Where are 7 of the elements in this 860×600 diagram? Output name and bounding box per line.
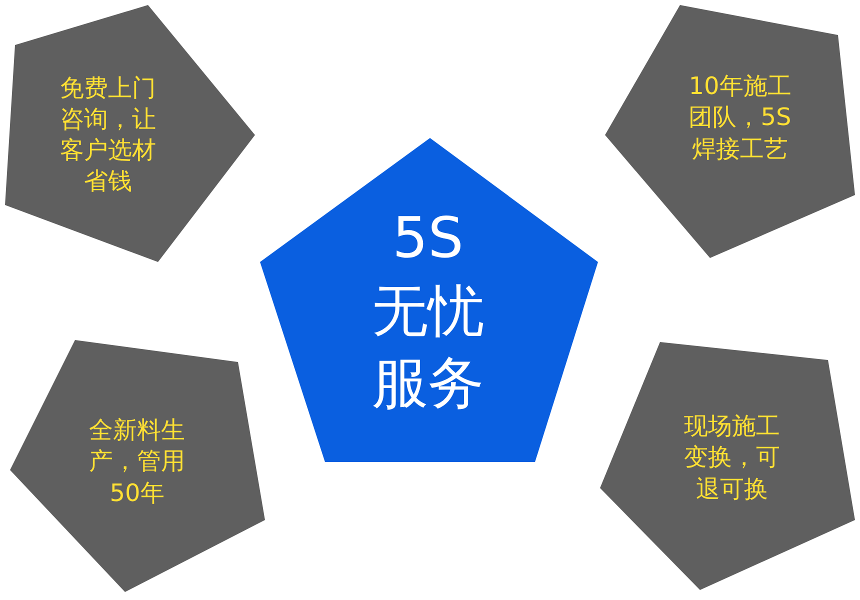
center-heading: 服务 [371, 350, 485, 418]
center-heading: 5S [391, 204, 465, 273]
feature-text: 10年施工团队，5S焊接工艺 [688, 71, 792, 165]
feature-text: 免费上门咨询，让客户选材省钱 [59, 72, 157, 198]
feature-text: 现场施工变换，可退可换 [683, 411, 781, 505]
feature-text: 全新料生产，管用50年 [88, 415, 186, 509]
center-heading: 无忧 [371, 278, 485, 346]
